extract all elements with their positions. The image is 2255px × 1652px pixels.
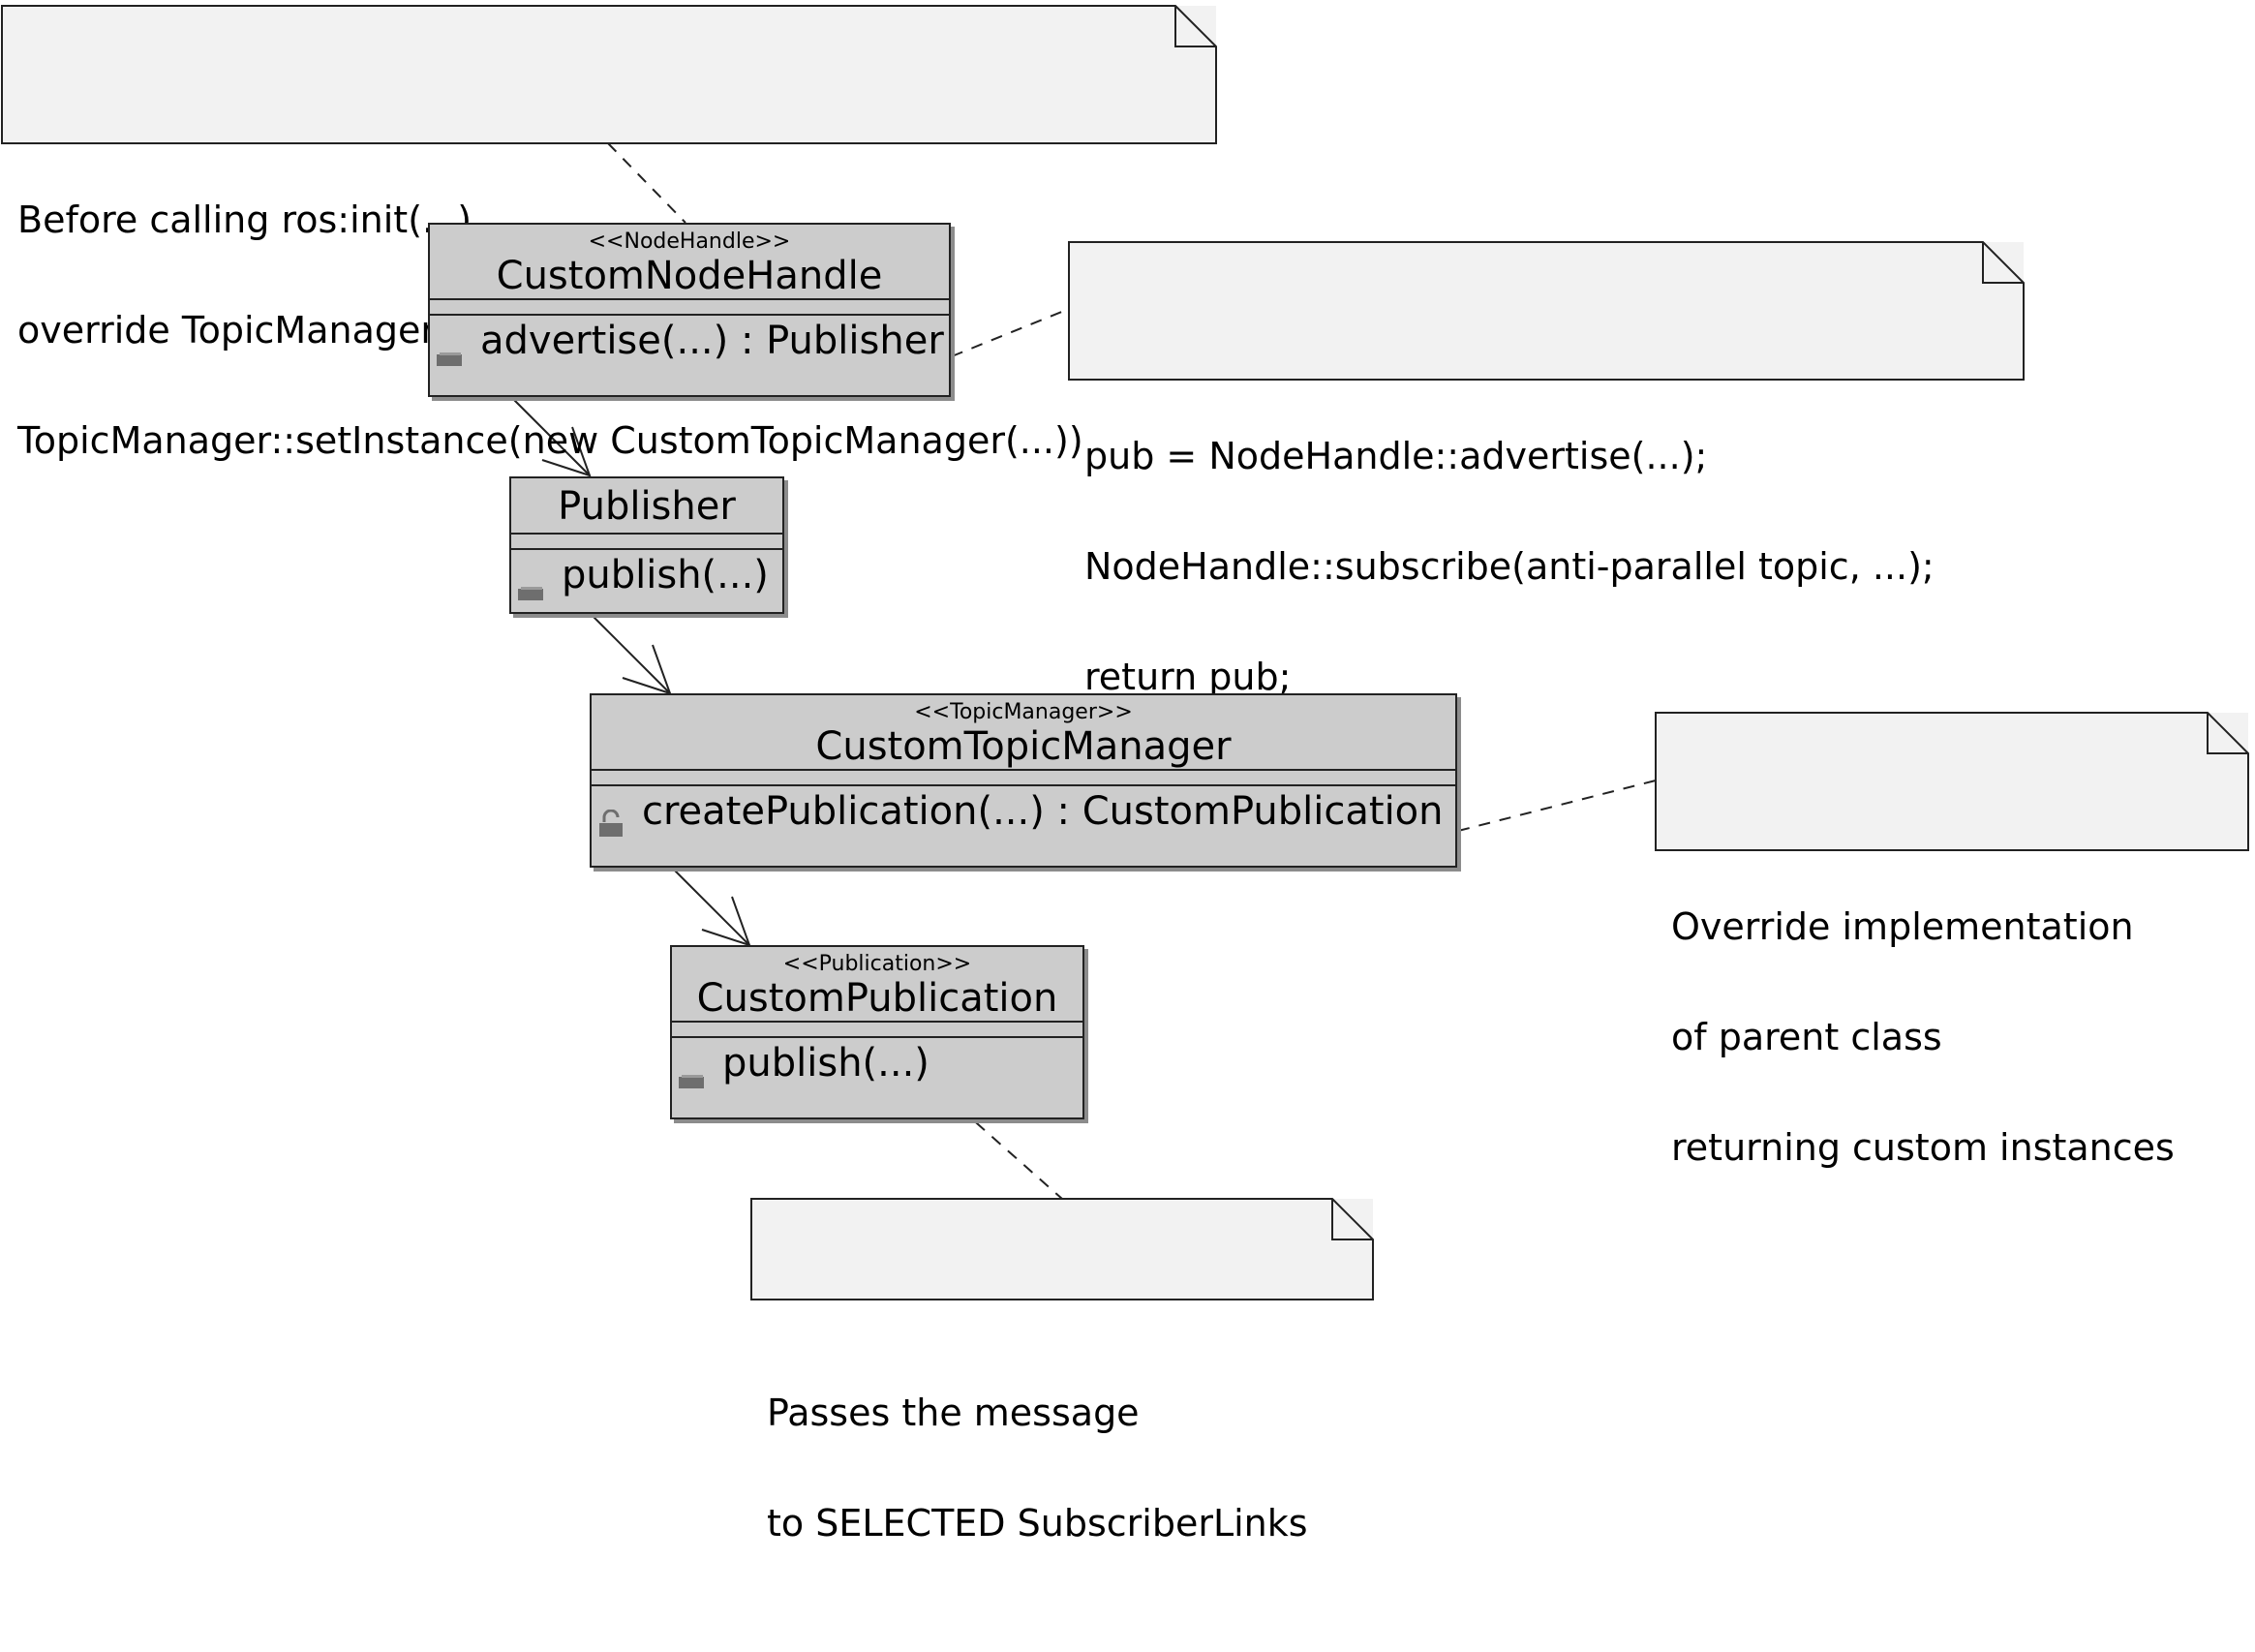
note-init-line-1: Before calling ros:init(...) <box>17 199 472 241</box>
operation-signature: publish(...) <box>722 1041 929 1086</box>
class-name: CustomPublication <box>696 976 1058 1021</box>
public-method-icon <box>436 330 463 366</box>
attribute-compartment <box>592 771 1455 786</box>
association-nodehandle-publisher <box>510 396 592 477</box>
note-override-line-2: of parent class <box>1671 1016 1942 1058</box>
attribute-compartment <box>672 1023 1082 1038</box>
class-custom-publication[interactable]: <<Publication>> CustomPublication publis… <box>670 945 1084 1119</box>
class-publisher[interactable]: Publisher publish(...) <box>509 476 784 614</box>
attribute-compartment <box>511 535 782 550</box>
note-publish: Passes the message to SELECTED Subscribe… <box>750 1198 1374 1542</box>
association-topicmanager-publication <box>670 866 751 947</box>
class-header: <<Publication>> CustomPublication <box>672 947 1082 1023</box>
operation-signature: advertise(...) : Publisher <box>480 319 944 363</box>
operation-signature: publish(...) <box>562 553 769 597</box>
operation-create-publication[interactable]: createPublication(...) : CustomPublicati… <box>592 786 1455 837</box>
anchor-init-note <box>607 142 686 224</box>
note-advertise-line-3: return pub; <box>1084 656 1292 698</box>
public-method-icon <box>517 565 544 600</box>
note-init-line-3: TopicManager::setInstance(new CustomTopi… <box>17 419 1083 462</box>
note-fold-icon <box>750 1198 1374 1300</box>
note-advertise: pub = NodeHandle::advertise(...); NodeHa… <box>1068 241 2025 695</box>
class-name: CustomTopicManager <box>815 724 1232 769</box>
protected-method-icon <box>597 801 625 837</box>
note-publish-line-2: to SELECTED SubscriberLinks <box>767 1502 1308 1545</box>
class-header: Publisher <box>511 478 782 535</box>
note-override-line-1: Override implementation <box>1671 905 2134 948</box>
association-publisher-topicmanager <box>591 614 672 695</box>
class-name: CustomNodeHandle <box>496 254 883 298</box>
note-fold-icon <box>1 5 1217 144</box>
class-header: <<TopicManager>> CustomTopicManager <box>592 695 1455 771</box>
operation-publish[interactable]: publish(...) <box>511 550 782 600</box>
class-custom-node-handle[interactable]: <<NodeHandle>> CustomNodeHandle advertis… <box>428 223 951 397</box>
attribute-compartment <box>430 300 949 316</box>
note-fold-icon <box>1068 241 2025 381</box>
class-name: Publisher <box>558 484 736 529</box>
operation-publish[interactable]: publish(...) <box>672 1038 1082 1088</box>
note-publish-line-1: Passes the message <box>767 1392 1140 1434</box>
operation-signature: createPublication(...) : CustomPublicati… <box>642 789 1444 834</box>
class-stereotype: <<NodeHandle>> <box>588 229 791 254</box>
note-override-line-3: returning custom instances <box>1671 1126 2175 1169</box>
note-fold-icon <box>1655 712 2249 851</box>
note-init: Before calling ros:init(...) override To… <box>1 5 1217 459</box>
public-method-icon <box>678 1053 705 1088</box>
class-stereotype: <<Publication>> <box>782 952 972 976</box>
operation-advertise[interactable]: advertise(...) : Publisher <box>430 316 949 366</box>
class-stereotype: <<TopicManager>> <box>914 700 1133 724</box>
class-header: <<NodeHandle>> CustomNodeHandle <box>430 225 949 300</box>
class-custom-topic-manager[interactable]: <<TopicManager>> CustomTopicManager crea… <box>590 693 1457 868</box>
note-override: Override implementation of parent class … <box>1655 712 2249 1166</box>
note-advertise-line-2: NodeHandle::subscribe(anti-parallel topi… <box>1084 545 1935 588</box>
note-advertise-line-1: pub = NodeHandle::advertise(...); <box>1084 435 1708 477</box>
